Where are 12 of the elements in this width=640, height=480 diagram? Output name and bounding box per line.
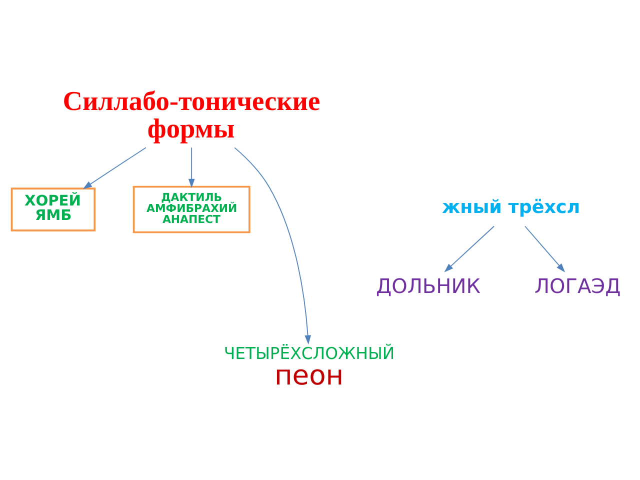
node-text: жный трёхсл [442,197,580,218]
arrow [234,147,312,344]
node-box: ДАКТИЛЬ АМФИБРАХИЙ АНАПЕСТ [132,186,250,234]
node-box: ХОРЕЙ ЯМБ [10,188,96,232]
arrow [524,226,566,272]
arrow [82,147,146,190]
node-text: ДОЛЬНИК [376,274,480,298]
arrow [444,226,495,272]
node-text: ЧЕТЫРЁХСЛОЖНЫЙ пеон [224,344,395,392]
arrow [188,147,195,188]
node-text: Силлабо-тонические формы [62,86,320,144]
node-text: ЛОГАЭД [534,274,621,298]
